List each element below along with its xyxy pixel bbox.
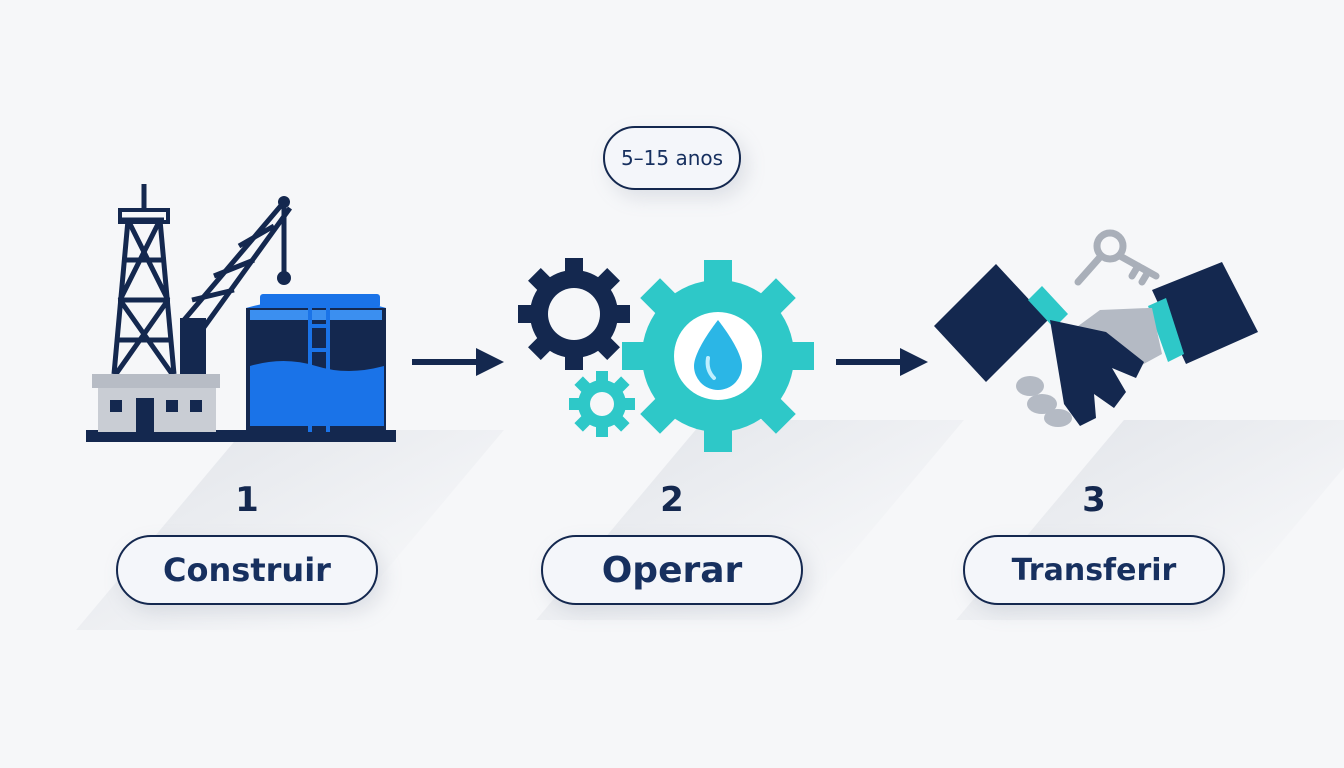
arrow-right-icon xyxy=(412,348,504,376)
gears-water-icon xyxy=(518,258,814,452)
handshake-key-icon xyxy=(934,229,1258,427)
duration-badge: 5–15 anos xyxy=(603,126,741,190)
step-number-3: 3 xyxy=(1082,480,1106,520)
step-number-1: 1 xyxy=(235,480,259,520)
step-label-operar: Operar xyxy=(541,535,803,605)
arrow-right-icon xyxy=(836,348,928,376)
step-number-2: 2 xyxy=(660,480,684,520)
step-label-construir: Construir xyxy=(116,535,378,605)
construction-icon xyxy=(86,184,396,442)
step-label-transferir: Transferir xyxy=(963,535,1225,605)
